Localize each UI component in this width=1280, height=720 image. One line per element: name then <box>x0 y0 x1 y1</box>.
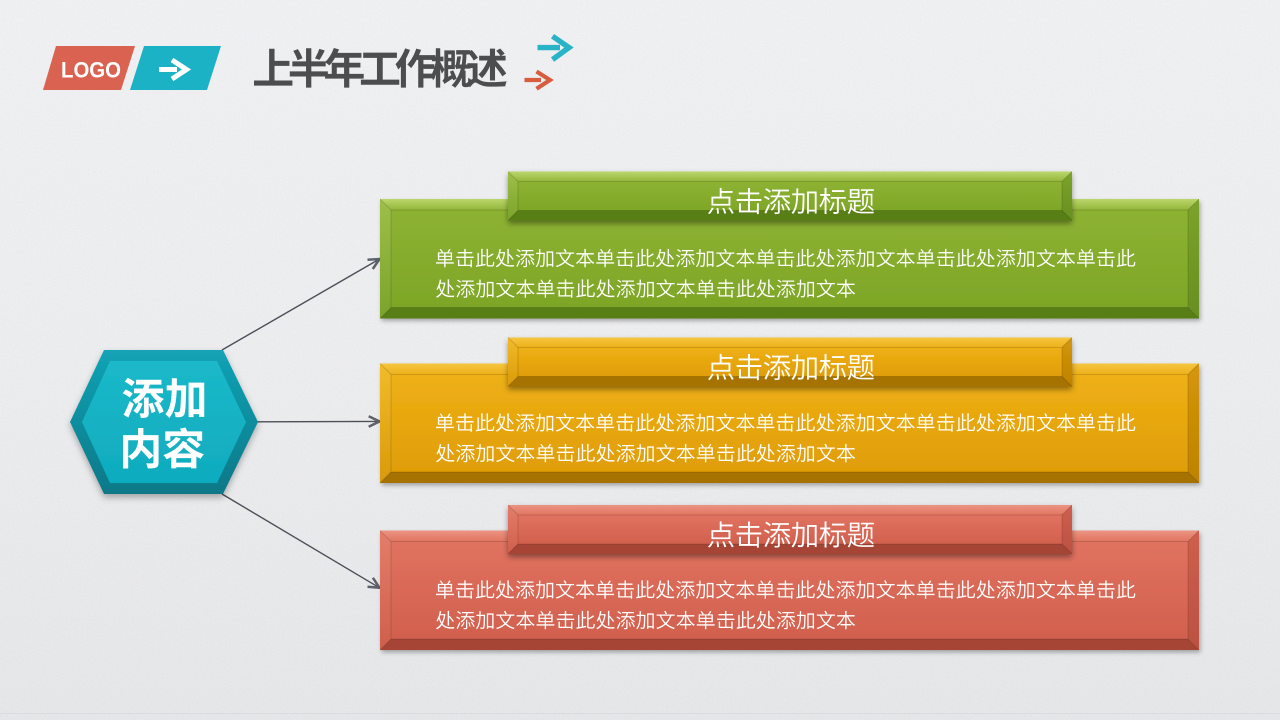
svg-text:LOGO: LOGO <box>61 58 121 83</box>
